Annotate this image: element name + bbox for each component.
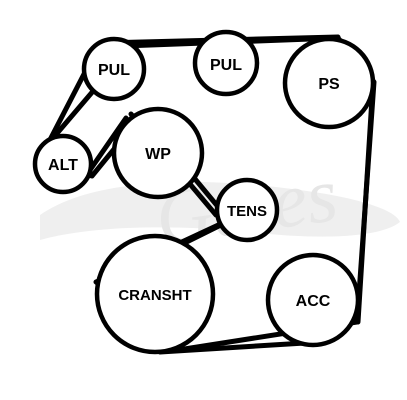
pulley-ps: PS [282,36,376,130]
pulley-label: ACC [296,293,331,310]
pulley-pul-center: PUL [192,29,260,97]
pulley-label: PS [318,76,340,93]
pulley-acc: ACC [265,252,361,348]
pulley-wp: WP [111,106,205,200]
pulley-alt: ALT [32,133,94,195]
pulley-cranksht: CRANSHT [94,233,216,355]
pulley-label: PUL [98,62,130,79]
pulley-label: WP [145,146,171,163]
pulley-label: TENS [227,203,267,220]
pulley-label: PUL [210,57,242,74]
pulley-label: CRANSHT [118,287,191,304]
pulley-pul-left: PUL [81,36,147,102]
pulley-tens: TENS [214,177,280,243]
pulley-label: ALT [48,157,78,174]
